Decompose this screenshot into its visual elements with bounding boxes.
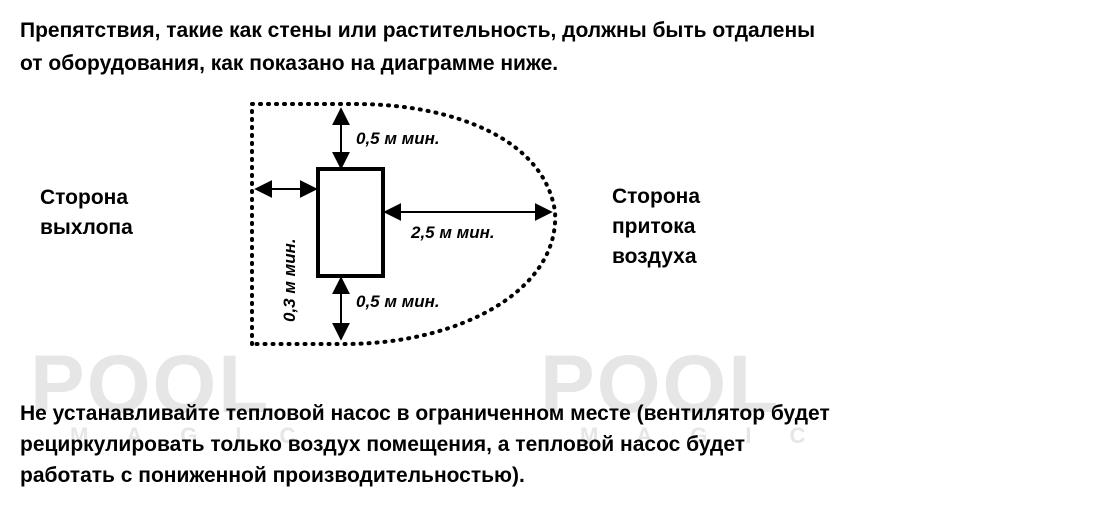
warning-line-1: Не устанавливайте тепловой насос в огран…: [20, 402, 830, 425]
exhaust-side-label: Сторона выхлопа: [40, 183, 133, 243]
top-clearance-label: 0,5 м мин.: [356, 129, 440, 148]
intro-line-2: от оборудования, как показано на диаграм…: [20, 52, 559, 75]
exhaust-side-line-2: выхлопа: [40, 216, 133, 239]
bottom-clearance-label: 0,5 м мин.: [356, 292, 440, 311]
back-clearance-label: 0,3 м мин.: [280, 238, 299, 322]
heat-pump-unit: [316, 167, 385, 278]
exhaust-side-line-1: Сторона: [40, 186, 129, 209]
intro-line-1: Препятствия, такие как стены или растите…: [20, 19, 816, 42]
intake-side-line-2: притока: [612, 215, 696, 238]
intake-side-line-3: воздуха: [612, 245, 697, 268]
front-clearance-label: 2,5 м мин.: [410, 223, 495, 242]
warning-text: Не устанавливайте тепловой насос в огран…: [20, 398, 1090, 491]
warning-line-3: работать с пониженной производительность…: [20, 464, 525, 487]
intro-text: Препятствия, такие как стены или растите…: [20, 14, 1080, 80]
warning-line-2: рециркулировать только воздух помещения,…: [20, 433, 746, 456]
intake-side-line-1: Сторона: [612, 185, 701, 208]
intake-side-label: Сторона притока воздуха: [612, 182, 700, 272]
